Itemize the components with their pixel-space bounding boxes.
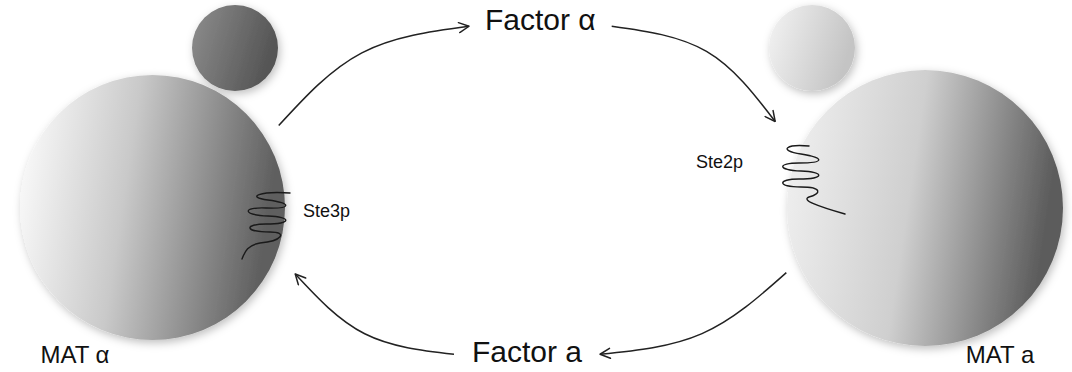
receptor-label: Ste3p <box>303 201 373 222</box>
yeast-cell: MAT aSte2p <box>787 70 1063 346</box>
cell-bud <box>192 5 278 91</box>
receptor-symbol <box>783 146 845 214</box>
cell-outline <box>20 75 285 340</box>
pheromone-arrow <box>612 26 775 121</box>
pheromone-arrow <box>295 274 454 354</box>
cell-body <box>20 75 285 340</box>
pheromone-label: Factor α <box>485 3 596 38</box>
cell-type-label: MAT a <box>940 341 1060 369</box>
cell-type-label: MAT α <box>15 341 135 369</box>
pheromone-node: Factor a <box>468 333 586 372</box>
pheromone-node: Factor α <box>481 1 600 40</box>
pheromone-arrow <box>600 273 786 355</box>
cell-body <box>787 70 1063 346</box>
cell-outline <box>787 70 1063 346</box>
pheromone-label: Factor a <box>472 335 582 370</box>
pheromone-arrow <box>279 26 469 125</box>
yeast-cell: MAT αSte3p <box>20 75 285 340</box>
cell-bud <box>769 5 855 91</box>
receptor-symbol <box>242 193 290 259</box>
receptor-label: Ste2p <box>696 152 766 173</box>
